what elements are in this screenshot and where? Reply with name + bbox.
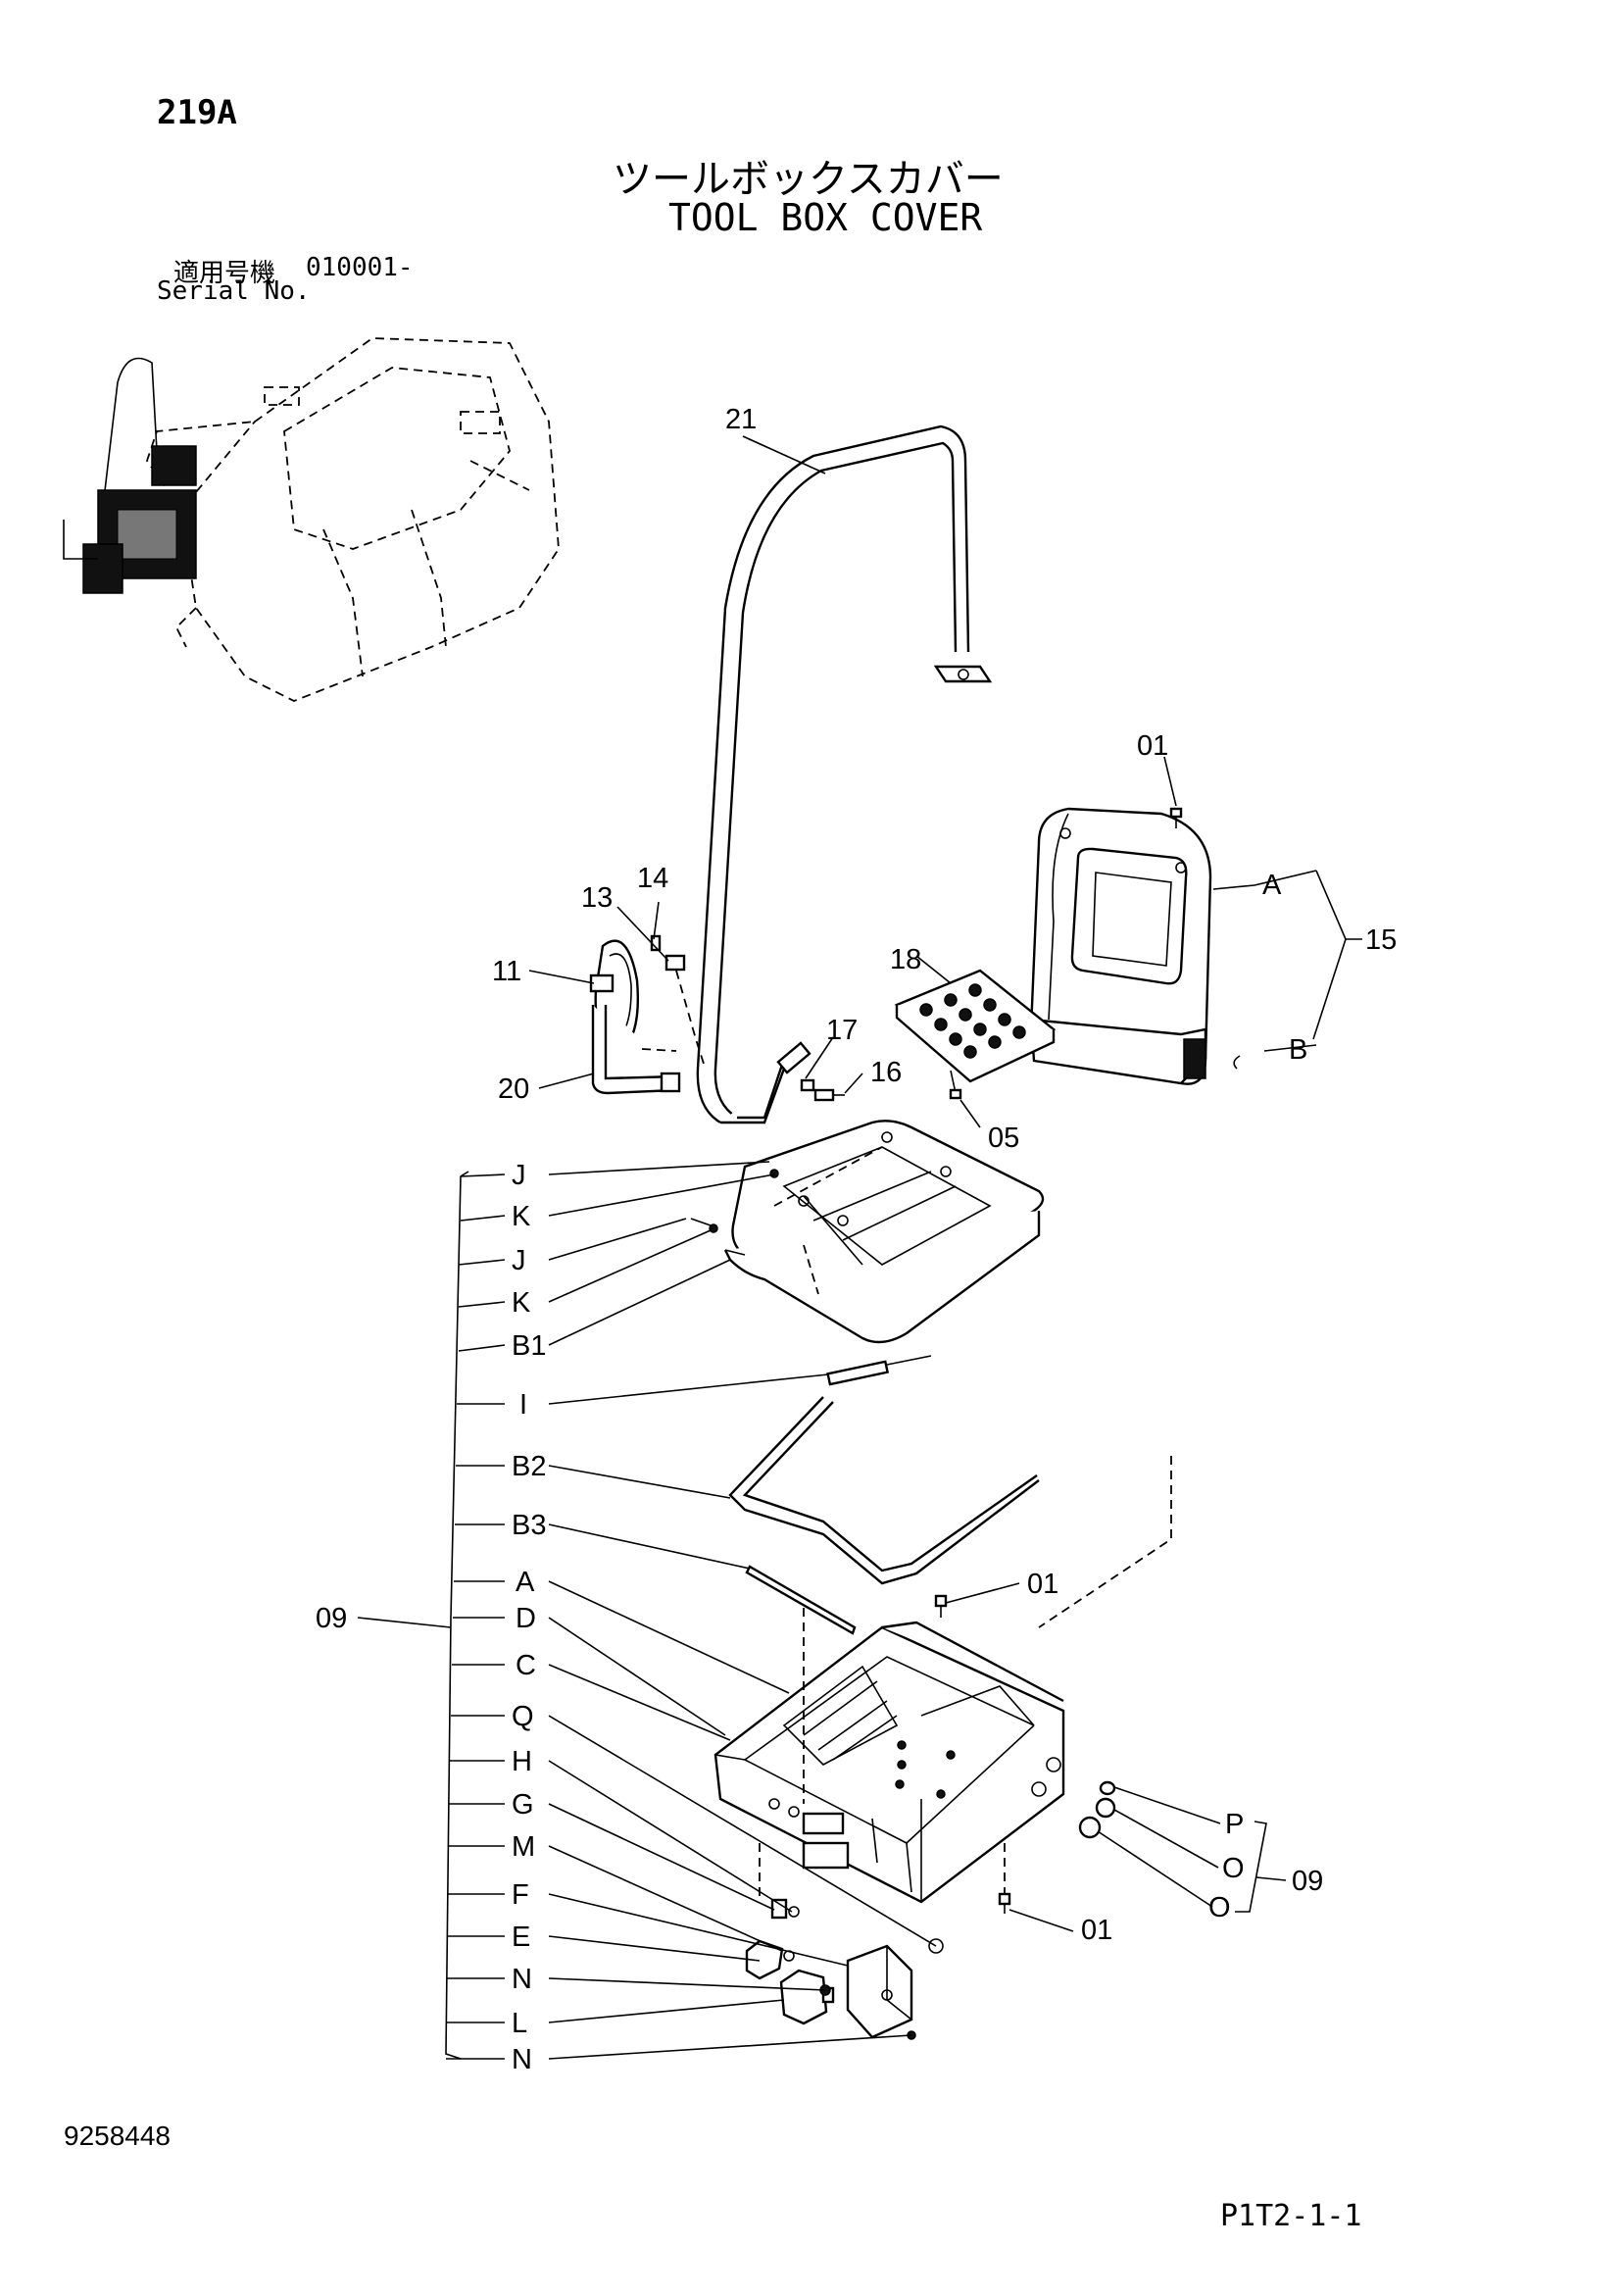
callout-05: 05 [988, 1123, 1019, 1154]
gas-spring-part-i [826, 1355, 932, 1386]
leader-lines [357, 435, 1362, 2060]
callout-09-right: 09 [1292, 1866, 1323, 1897]
sub-part-label: K [512, 1287, 531, 1319]
sheet-reference: P1T2-1-1 [1220, 2199, 1362, 2233]
sub-part-label: J [512, 1160, 526, 1191]
title-japanese: ツールボックスカバー [613, 157, 1004, 202]
tool-box-body-part-09 [713, 1608, 1065, 1904]
sub-part-label: K [512, 1201, 531, 1232]
callout-01-top: 01 [1137, 730, 1168, 762]
callout-labels: 21 01 A 15 B 14 13 11 18 17 16 20 05 01 … [316, 404, 1397, 2075]
bolts-parts-16-17 [800, 1078, 845, 1102]
callout-16: 16 [870, 1057, 902, 1088]
serial-label-japanese: 適用号機 [173, 259, 276, 288]
cover-part-15 [1029, 807, 1241, 1085]
bolt-part-01-top [1169, 807, 1183, 828]
sub-part-label: B3 [512, 1510, 546, 1541]
sub-part-label: J [512, 1245, 526, 1276]
callout-14: 14 [637, 863, 668, 894]
title-english: TOOL BOX COVER [668, 196, 983, 239]
callout-18: 18 [890, 944, 921, 975]
sub-part-label: L [512, 2008, 527, 2039]
seal-part-b2 [728, 1396, 1040, 1585]
callout-11: 11 [492, 956, 521, 987]
sub-part-label: E [512, 1922, 530, 1953]
callout-01-mid: 01 [1027, 1569, 1058, 1600]
bolt-part-01-bottom [998, 1892, 1011, 1914]
callout-21: 21 [725, 404, 757, 435]
sub-part-label: A [516, 1567, 535, 1598]
page-code: 219A [157, 93, 237, 132]
serial-label-english: Serial No. [157, 276, 311, 306]
callout-17: 17 [826, 1015, 858, 1046]
sub-part-label: I [519, 1389, 527, 1421]
sub-part-label: B2 [512, 1451, 546, 1482]
callout-p: P [1225, 1809, 1244, 1840]
handrail-part-21 [696, 424, 993, 1124]
callout-01-bottom: 01 [1081, 1915, 1112, 1946]
callout-13: 13 [581, 882, 613, 914]
callout-o-2: O [1208, 1892, 1231, 1923]
serial-range: 010001- [306, 253, 414, 282]
lid-assembly [690, 1120, 1045, 1344]
sub-part-label: N [512, 2044, 532, 2075]
callout-09-left: 09 [316, 1603, 347, 1634]
sub-part-label: D [516, 1603, 536, 1634]
callout-15: 15 [1365, 924, 1397, 956]
sub-part-label: M [512, 1831, 535, 1863]
sub-part-label: C [516, 1650, 536, 1681]
plate-part-18 [894, 969, 1057, 1100]
mirror-assembly-parts-11-13-14-20 [589, 934, 705, 1095]
sub-part-label: H [512, 1746, 532, 1777]
sub-part-label: F [512, 1879, 529, 1911]
lamp-bracket-small-parts [745, 1898, 944, 2040]
sub-part-label: B1 [512, 1330, 546, 1362]
machine-overview-illustration [63, 337, 560, 702]
bolt-part-01-mid [934, 1594, 948, 1618]
grommets-parts-p-o [1078, 1780, 1116, 1839]
sub-part-label: G [512, 1789, 534, 1821]
callout-o-1: O [1222, 1853, 1245, 1884]
callout-b-top: B [1289, 1034, 1307, 1066]
sub-part-label: Q [512, 1701, 534, 1732]
seal-part-b3 [745, 1565, 857, 1635]
sub-part-label: N [512, 1964, 532, 1995]
callout-20: 20 [498, 1073, 529, 1105]
drawing-number: 9258448 [64, 2121, 172, 2151]
callout-a-top: A [1262, 870, 1282, 901]
